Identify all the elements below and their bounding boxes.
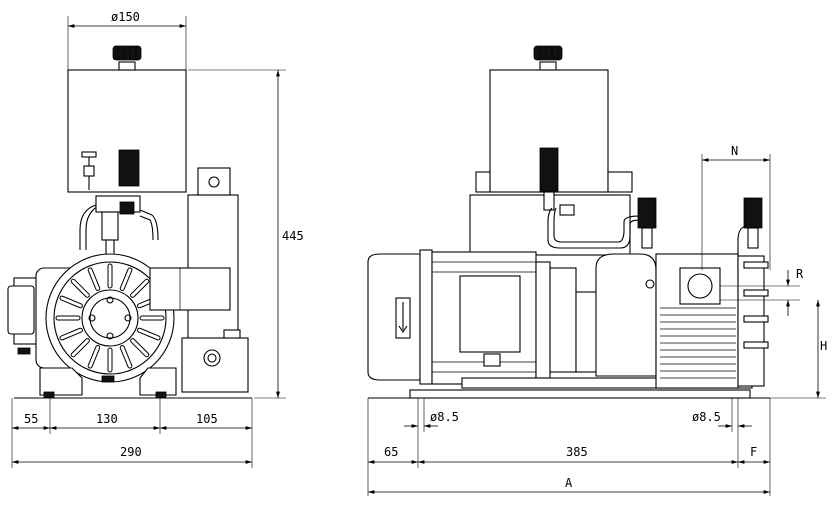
dim-55-label: 55	[24, 412, 38, 426]
pump-slot-inner	[71, 279, 89, 297]
height-445-label: 445	[282, 229, 304, 243]
pump-slot-inner	[131, 279, 149, 297]
side-valves	[539, 147, 763, 260]
pump-feet	[14, 329, 252, 399]
pump-slot-inner	[120, 346, 132, 368]
side-view: N R H ø8.5 ø8.5 65 385	[367, 45, 827, 496]
dim-65-label: 65	[384, 445, 398, 459]
pump-slot-inner	[138, 328, 160, 340]
f-label: F	[750, 445, 757, 459]
side-dimensions: N R H ø8.5 ø8.5 65 385	[367, 144, 827, 496]
coupling-housing	[461, 253, 753, 389]
dim-385-label: 385	[566, 445, 588, 459]
pump-body	[7, 253, 231, 383]
h-label: H	[820, 339, 827, 353]
pump-slot-inner	[71, 339, 89, 357]
dim-130-label: 130	[96, 412, 118, 426]
n-label: N	[731, 144, 738, 158]
dim-290-label: 290	[120, 445, 142, 459]
oil-tank	[67, 45, 187, 193]
a-label: A	[565, 476, 573, 490]
pump-slot-inner	[88, 346, 100, 368]
pump-slot-inner	[60, 296, 82, 308]
base-plate	[368, 389, 770, 399]
pump-slot-inner	[88, 268, 100, 290]
pump-slot-inner	[120, 268, 132, 290]
side-oil-tank	[469, 45, 633, 256]
diameter-150-label: ø150	[111, 10, 140, 24]
pump-end	[655, 253, 769, 389]
motor	[367, 249, 577, 385]
r-label: R	[796, 267, 804, 281]
pump-slot-inner	[131, 339, 149, 357]
dim-105-label: 105	[196, 412, 218, 426]
hole-left-label: ø8.5	[430, 410, 459, 424]
hole-right-label: ø8.5	[692, 410, 721, 424]
lifting-eye	[197, 167, 231, 196]
front-view: ø150 445 55 130 105 290	[7, 10, 304, 468]
front-dimensions: ø150 445 55 130 105 290	[11, 10, 304, 468]
pump-slot-inner	[60, 328, 82, 340]
